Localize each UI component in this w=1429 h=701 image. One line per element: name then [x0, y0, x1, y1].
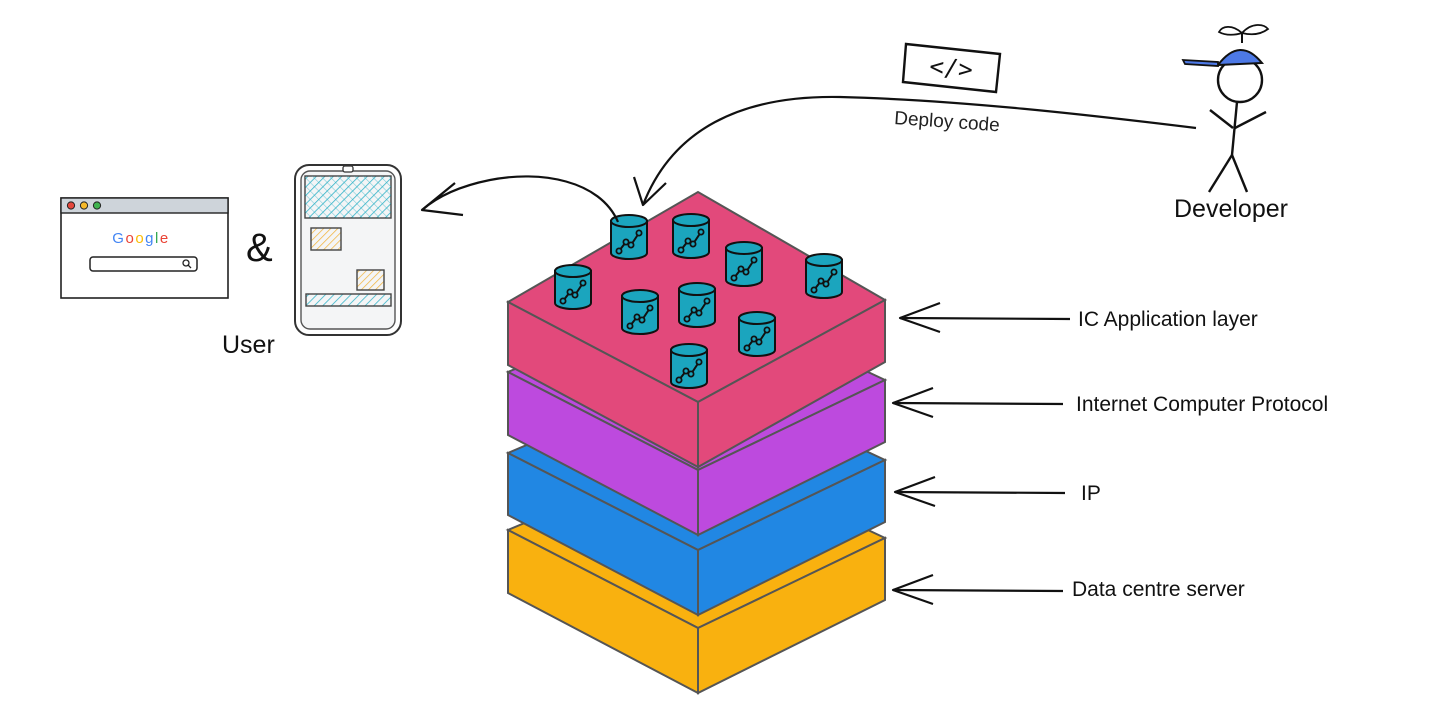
canister-icon — [621, 289, 659, 335]
canister-icon — [805, 253, 843, 299]
phone-icon — [294, 164, 402, 336]
ampersand-label: & — [246, 226, 273, 270]
canister-icon — [670, 343, 708, 389]
layer-label-ip: IP — [1081, 482, 1101, 505]
arrow-left-icon — [891, 386, 1065, 419]
search-icon — [182, 259, 190, 267]
canister-icon — [725, 241, 763, 287]
serve-user-arrow — [420, 175, 620, 223]
code-icon: </> — [901, 42, 1002, 94]
canister-icon — [554, 264, 592, 310]
developer-figure-icon — [1181, 24, 1270, 193]
svg-text:</>: </> — [928, 52, 974, 84]
layer-label-ic-application: IC Application layer — [1078, 308, 1258, 331]
canister-icon — [678, 282, 716, 328]
canister-icon — [672, 213, 710, 259]
arrow-left-icon — [891, 573, 1065, 606]
arrow-left-icon — [893, 475, 1067, 508]
developer-label: Developer — [1174, 195, 1288, 223]
user-label: User — [222, 331, 275, 359]
arrow-left-icon — [898, 301, 1072, 334]
canister-icon — [738, 311, 776, 357]
deploy-arrow — [632, 95, 1197, 207]
layer-label-internet-computer-protocol: Internet Computer Protocol — [1076, 393, 1329, 416]
layer-label-data-centre-server: Data centre server — [1072, 578, 1245, 601]
layer-pointer-arrows — [891, 301, 1072, 606]
browser-window-icon: Google — [60, 197, 229, 299]
google-logo: Google — [112, 230, 169, 247]
canister-icon — [610, 214, 648, 260]
